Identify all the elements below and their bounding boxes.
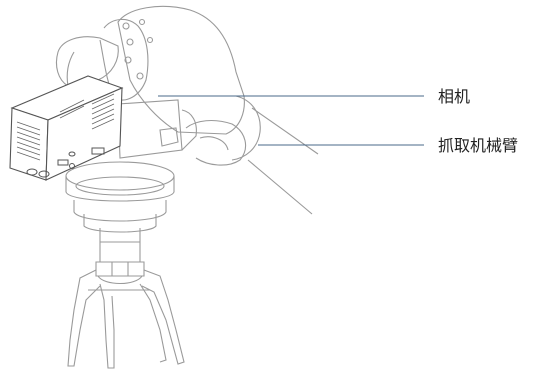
camera-box xyxy=(9,75,124,181)
upper-arm-link xyxy=(99,5,245,135)
label-camera: 相机 xyxy=(438,87,471,106)
wrist-flange xyxy=(65,161,175,233)
leader-lines xyxy=(158,95,424,146)
label-grasping-arm: 抓取机械臂 xyxy=(438,136,519,155)
gripper-fingers xyxy=(67,269,185,369)
forearm-joint xyxy=(185,95,319,215)
gripper-body xyxy=(95,228,145,285)
shoulder-joint xyxy=(55,36,119,87)
wrist-column xyxy=(117,99,197,159)
